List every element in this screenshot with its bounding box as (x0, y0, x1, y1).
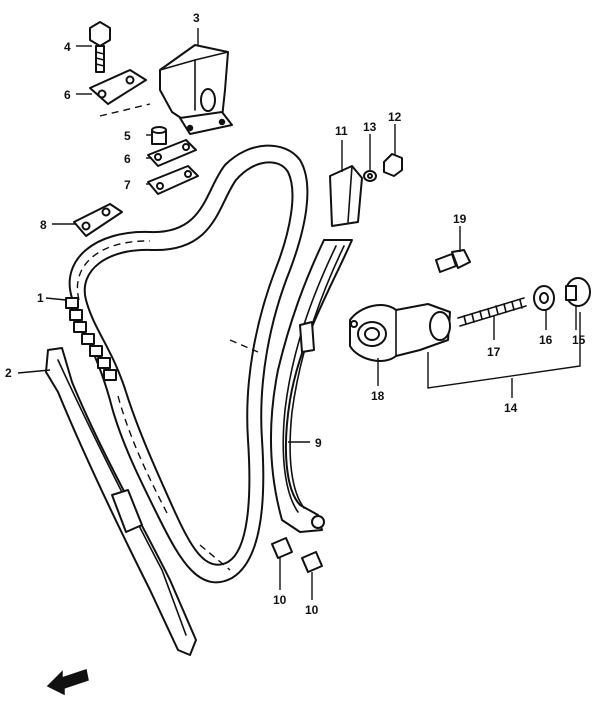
dowel-pin-5 (151, 126, 167, 145)
callout-10-left: 10 (273, 593, 287, 607)
bolt-4 (89, 21, 111, 73)
cam-chain (65, 144, 309, 584)
callout-4: 4 (64, 40, 71, 54)
plate-8 (73, 203, 123, 237)
front-direction-arrow-icon (46, 669, 89, 696)
cap-bolt-15 (565, 277, 591, 307)
callout-9: 9 (315, 436, 322, 450)
cam-chain-tensioner-guide (45, 347, 197, 656)
callout-6-lower: 6 (124, 152, 131, 166)
callout-17: 17 (487, 345, 501, 359)
callout-13: 13 (363, 120, 377, 134)
callout-15: 15 (572, 333, 586, 347)
chain-links-detail (65, 297, 117, 381)
callout-18: 18 (371, 389, 385, 403)
cushion-10-right (301, 551, 323, 573)
tensioner-spring-17 (457, 297, 527, 327)
washer-13 (363, 170, 377, 182)
callout-8: 8 (40, 218, 47, 232)
callout-7: 7 (124, 178, 131, 192)
callout-3: 3 (193, 11, 200, 25)
cam-chain-guide (269, 239, 353, 533)
bolt-19 (435, 249, 471, 273)
callout-11: 11 (335, 124, 348, 138)
callout-5: 5 (124, 129, 131, 143)
plate-7 (147, 165, 199, 195)
callout-19: 19 (453, 212, 467, 226)
chain-tensioner-body-18 (349, 303, 451, 362)
callout-16: 16 (539, 333, 553, 347)
leader-lines (17, 28, 577, 600)
upper-chain-guide-bracket (159, 44, 233, 135)
callout-6-upper: 6 (64, 88, 71, 102)
bolt-12 (383, 153, 403, 177)
plate-6-lower (147, 139, 197, 167)
callout-10-right: 10 (305, 603, 319, 617)
callout-14: 14 (504, 401, 518, 415)
cushion-10-left (271, 537, 293, 559)
callout-2: 2 (5, 366, 12, 380)
callout-1: 1 (37, 291, 44, 305)
plate-6-upper (89, 69, 147, 105)
washer-16 (533, 285, 555, 311)
callout-12: 12 (388, 110, 402, 124)
assembly-bracket-14 (427, 312, 581, 389)
chain-damper-11 (329, 165, 363, 227)
